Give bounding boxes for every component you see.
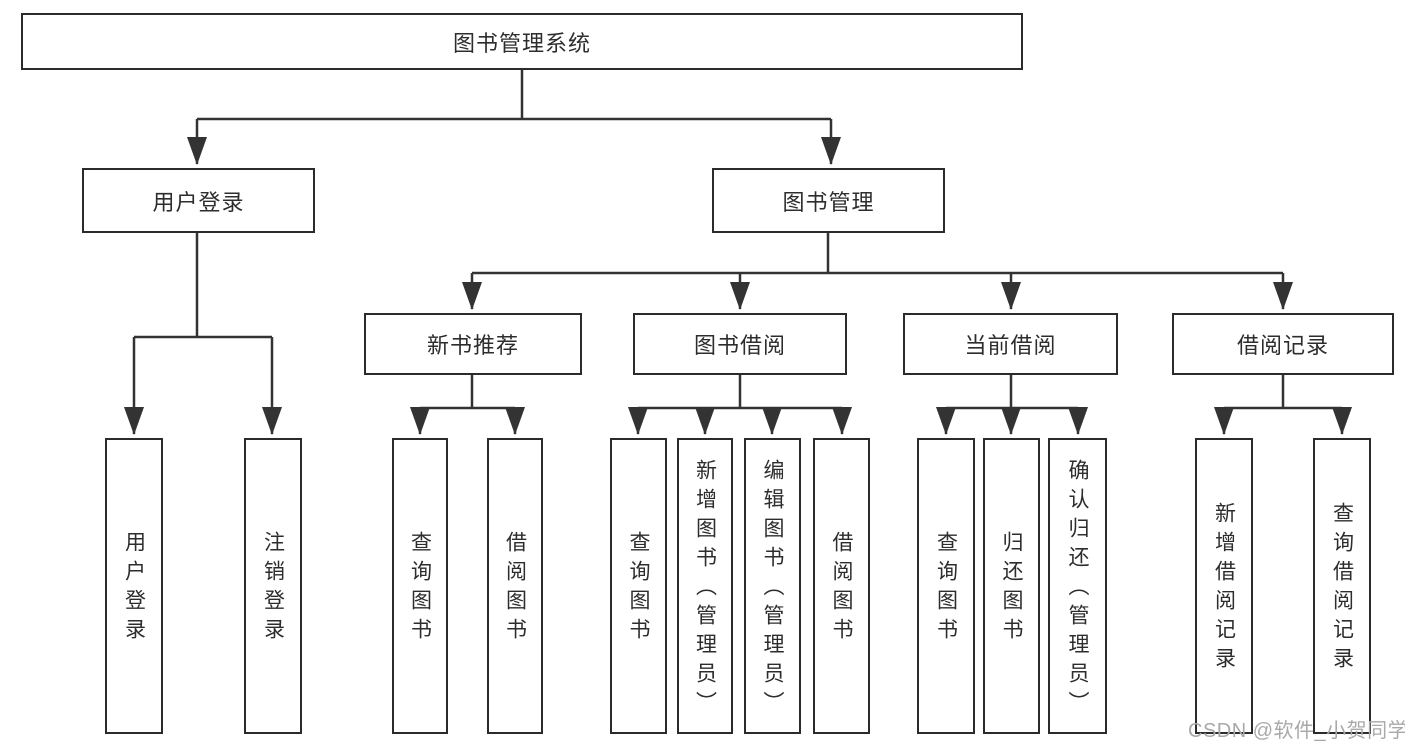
node-query-books-recommend: 查询图书 (392, 438, 448, 734)
csdn-watermark: CSDN @软件_小贺同学 (1188, 720, 1405, 742)
node-borrow-books-recommend: 借阅图书 (487, 438, 543, 734)
node-logout-leaf: 注销登录 (244, 438, 302, 734)
node-query-books-current: 查询图书 (917, 438, 975, 734)
node-book-management: 图书管理 (712, 168, 945, 233)
node-borrowing-records: 借阅记录 (1172, 313, 1394, 375)
node-edit-books-admin: 编辑图书（管理员） (744, 438, 801, 734)
node-confirm-return-admin: 确认归还（管理员） (1048, 438, 1107, 734)
node-add-books-admin: 新增图书（管理员） (677, 438, 733, 734)
node-query-borrow-record: 查询借阅记录 (1313, 438, 1371, 734)
node-return-books: 归还图书 (983, 438, 1040, 734)
node-current-borrowing: 当前借阅 (903, 313, 1118, 375)
node-user-login-leaf: 用户登录 (105, 438, 163, 734)
node-query-books-borrowing: 查询图书 (610, 438, 667, 734)
node-book-borrowing: 图书借阅 (633, 313, 847, 375)
node-new-book-recommendation: 新书推荐 (364, 313, 582, 375)
node-user-login: 用户登录 (82, 168, 315, 233)
node-library-management-system: 图书管理系统 (21, 13, 1023, 70)
node-borrow-books-borrowing: 借阅图书 (813, 438, 870, 734)
node-add-borrow-record: 新增借阅记录 (1195, 438, 1253, 734)
